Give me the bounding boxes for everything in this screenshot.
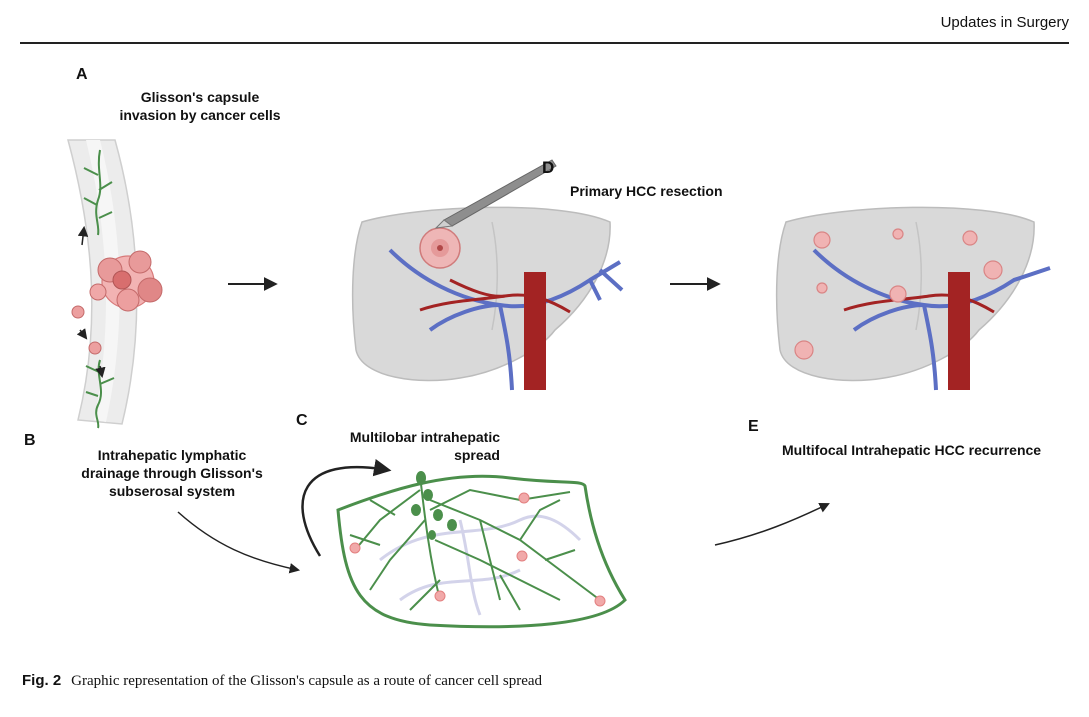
panel-e-title: Multifocal Intrahepatic HCC recurrence [782, 442, 1042, 458]
figure-caption-label: Fig. 2 [22, 672, 62, 689]
panel-d-title: Primary HCC resection [570, 183, 723, 199]
panel-e-letter: E [748, 418, 759, 435]
panel-c-title-line2: spread [454, 447, 500, 463]
panel-b-title-line1: Intrahepatic lymphatic [97, 447, 247, 463]
panel-b-title-line3: subserosal system [108, 483, 236, 499]
panel-a-title-line1: Glisson's capsule [140, 89, 260, 105]
liver-primary [351, 206, 624, 391]
panel-a-letter: A [76, 66, 88, 83]
panel-a-title-line2: invasion by cancer cells [119, 107, 281, 123]
panel-d-letter: D [542, 158, 555, 177]
figure-caption: Fig. 2 Graphic representation of the Glis… [22, 672, 542, 690]
panel-b-title: Intrahepatic lymphatic drainage through … [62, 446, 282, 500]
scalpel-icon [434, 159, 557, 229]
arrow-c-to-e [714, 502, 830, 546]
header-rule [20, 42, 1069, 44]
panel-a-title: Glisson's capsule invasion by cancer cel… [80, 88, 320, 124]
arrow-into-network [301, 459, 392, 557]
journal-name: Updates in Surgery [940, 14, 1069, 31]
panel-b-letter: B [24, 432, 36, 449]
figure-caption-text: Graphic representation of the Glisson's … [71, 673, 543, 689]
lymphatic-vessel-upper [83, 149, 113, 236]
liver-recurrence [775, 206, 1051, 391]
lymphatic-network [336, 471, 627, 629]
tumor-cluster [71, 250, 163, 355]
arrow-b-to-c [177, 511, 301, 574]
panel-c-title-line1: Multilobar intrahepatic [349, 429, 500, 445]
panel-c-letter: C [296, 412, 308, 429]
panel-b-title-line2: drainage through Glisson's [81, 465, 263, 481]
panel-c-title: Multilobar intrahepatic spread [330, 428, 500, 464]
